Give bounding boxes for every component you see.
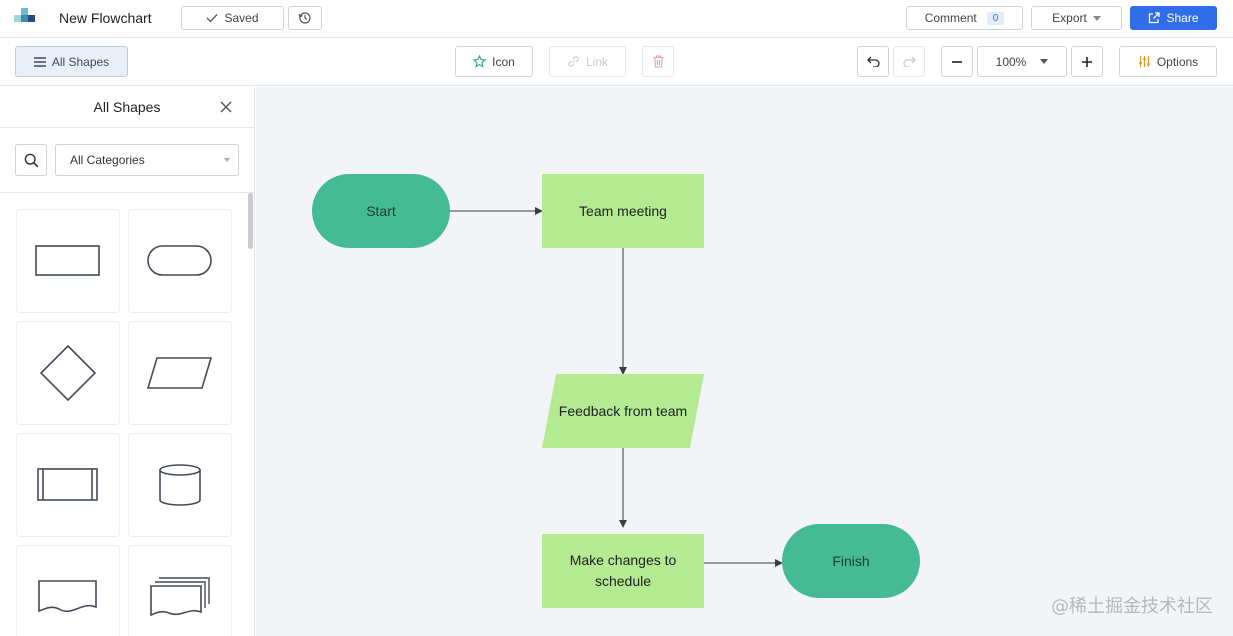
saved-label: Saved [224,11,259,25]
comment-count-badge: 0 [986,11,1005,25]
terminator-shape-icon [147,245,212,276]
node-label: Make changes to schedule [569,552,677,589]
options-label: Options [1156,54,1199,69]
shape-tile-rectangle[interactable] [16,209,120,313]
insert-icon-button[interactable]: Icon [455,46,533,77]
comment-button[interactable]: Comment 0 [906,6,1023,30]
top-bar: New Flowchart Saved Comment 0 Export Sha… [0,0,1233,38]
category-select-value: All Categories [70,153,145,167]
flowchart-canvas[interactable]: Start Team meeting Feedback from team Ma… [256,87,1233,636]
delete-button[interactable] [642,46,674,77]
caret-down-icon [1092,15,1101,21]
caret-down-icon [224,158,230,162]
sidebar-divider [0,192,254,193]
zoom-level-dropdown[interactable]: 100% [977,46,1067,77]
comment-label: Comment [924,11,977,25]
rectangle-shape-icon [35,245,100,276]
zoom-out-button[interactable] [941,46,973,77]
zoom-level-value: 100% [995,54,1027,69]
export-label: Export [1052,11,1087,25]
undo-icon [866,56,880,67]
share-icon [1149,12,1161,24]
history-button[interactable] [288,6,322,30]
history-icon [298,12,311,24]
node-make-changes[interactable]: Make changes to schedule [542,534,704,608]
saved-status-button[interactable]: Saved [181,6,284,30]
shapes-sidebar: All Shapes All Categories [0,87,255,636]
share-button[interactable]: Share [1130,6,1217,30]
database-shape-icon [159,464,201,506]
shape-tile-data[interactable] [128,321,232,425]
minus-icon [952,60,962,63]
watermark: @稀土掘金技术社区 [1051,596,1213,617]
node-start[interactable]: Start [312,174,450,248]
category-select[interactable]: All Categories [55,144,239,176]
options-button[interactable]: Options [1119,46,1217,77]
caret-down-icon [1040,59,1049,64]
trash-icon [653,55,663,68]
zoom-in-button[interactable] [1071,46,1103,77]
check-icon [207,14,218,23]
shape-tile-multiple-documents[interactable] [128,545,232,636]
node-label: Feedback from team [558,402,688,419]
menu-icon [33,56,46,67]
link-button[interactable]: Link [549,46,626,77]
document-title[interactable]: New Flowchart [59,10,152,26]
star-icon [473,55,487,68]
decision-shape-icon [39,344,97,402]
plus-icon [1082,56,1092,67]
redo-icon [902,56,916,67]
shape-tile-terminator[interactable] [128,209,232,313]
export-button[interactable]: Export [1031,6,1122,30]
shape-search-button[interactable] [15,144,47,176]
sidebar-scrollbar[interactable] [248,193,253,249]
shape-tile-decision[interactable] [16,321,120,425]
undo-button[interactable] [857,46,889,77]
all-shapes-label: All Shapes [51,54,110,69]
data-shape-icon [147,357,213,389]
flowchart-connectors [450,207,783,567]
node-label: Finish [832,552,870,569]
app-logo[interactable] [14,6,36,26]
shape-tile-database[interactable] [128,433,232,537]
node-team-meeting[interactable]: Team meeting [542,174,704,248]
document-shape-icon [38,580,97,613]
predefined-process-shape-icon [37,468,98,501]
sliders-icon [1138,56,1150,67]
toolbar: All Shapes Icon Link 100% Options [0,38,1233,86]
shape-tile-predefined-process[interactable] [16,433,120,537]
node-label: Start [366,202,396,219]
node-finish[interactable]: Finish [782,524,920,598]
share-label: Share [1166,11,1199,25]
close-icon[interactable] [218,99,234,115]
node-feedback[interactable]: Feedback from team [542,374,704,448]
icon-label: Icon [492,54,515,69]
node-label: Team meeting [579,202,667,219]
sidebar-header: All Shapes [0,87,254,128]
all-shapes-toggle-button[interactable]: All Shapes [15,46,128,77]
sidebar-title: All Shapes [93,99,161,115]
redo-button[interactable] [893,46,925,77]
shape-tile-document[interactable] [16,545,120,636]
link-icon [568,56,579,67]
parallelogram-shape [542,374,704,448]
search-icon [24,153,38,167]
link-label: Link [585,54,608,69]
multiple-documents-shape-icon [150,577,210,617]
